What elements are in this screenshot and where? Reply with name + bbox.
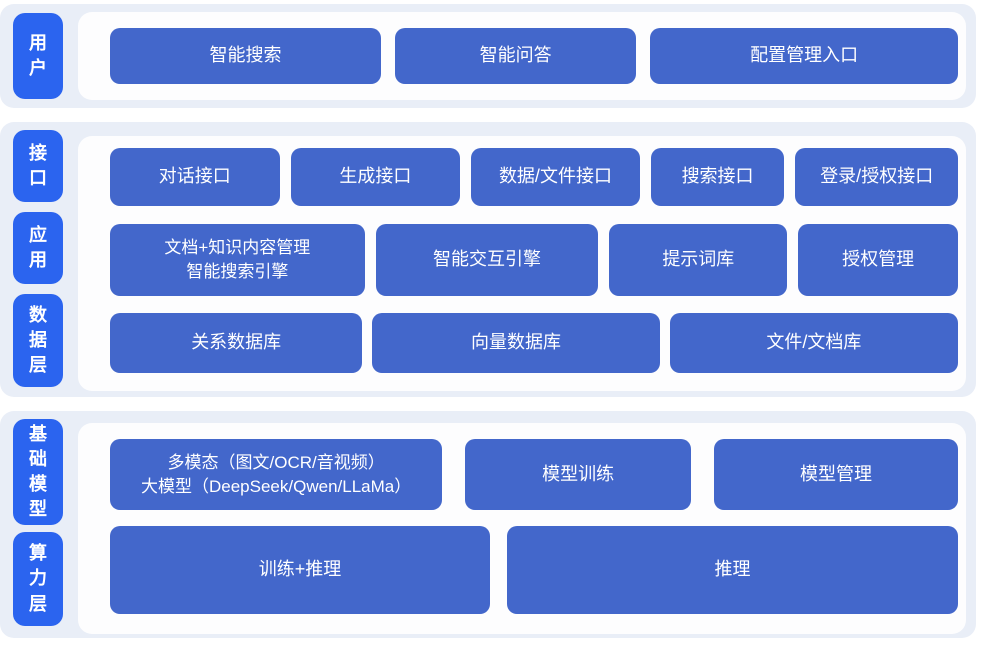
node-multimodal-llm: 多模态（图文/OCR/音视频） 大模型（DeepSeek/Qwen/LLaMa） bbox=[110, 439, 443, 510]
node-doc-knowledge-search-engine-label: 文档+知识内容管理 智能搜索引擎 bbox=[164, 237, 311, 281]
layer-label-compute-text: 算力层 bbox=[29, 543, 47, 614]
compute-layer-row: 训练+推理 推理 bbox=[110, 526, 958, 614]
node-vector-db-label: 向量数据库 bbox=[471, 332, 562, 353]
node-file-doc-store-label: 文件/文档库 bbox=[766, 332, 862, 353]
node-dialog-api-label: 对话接口 bbox=[158, 166, 231, 187]
user-layer-band: 用户 智能搜索 智能问答 配置管理入口 bbox=[0, 4, 976, 108]
node-smart-qa-label: 智能问答 bbox=[479, 45, 552, 66]
user-layer-panel: 智能搜索 智能问答 配置管理入口 bbox=[78, 12, 966, 100]
node-file-doc-store: 文件/文档库 bbox=[669, 313, 958, 373]
node-search-api: 搜索接口 bbox=[650, 148, 785, 206]
node-prompt-library: 提示词库 bbox=[609, 223, 788, 296]
layer-label-user: 用户 bbox=[13, 13, 63, 99]
node-model-mgmt: 模型管理 bbox=[714, 439, 958, 510]
node-prompt-library-label: 提示词库 bbox=[662, 248, 735, 269]
layer-label-application-text: 应用 bbox=[29, 224, 47, 270]
node-data-file-api: 数据/文件接口 bbox=[471, 148, 640, 206]
middle-layers-panel: 对话接口 生成接口 数据/文件接口 搜索接口 登录/授权接口 文档+知识内容管理… bbox=[78, 136, 966, 391]
node-generation-api-label: 生成接口 bbox=[339, 166, 412, 187]
layer-label-base-model: 基础模型 bbox=[13, 419, 63, 525]
node-interactive-engine: 智能交互引擎 bbox=[375, 223, 599, 296]
node-auth-mgmt: 授权管理 bbox=[798, 223, 958, 296]
model-compute-label-column: 基础模型 算力层 bbox=[13, 411, 63, 638]
node-training-inference: 训练+推理 bbox=[110, 526, 491, 614]
node-relational-db-label: 关系数据库 bbox=[191, 332, 282, 353]
node-config-mgmt-entry: 配置管理入口 bbox=[650, 28, 958, 84]
model-compute-panel: 多模态（图文/OCR/音视频） 大模型（DeepSeek/Qwen/LLaMa）… bbox=[78, 423, 966, 634]
node-inference-label: 推理 bbox=[714, 559, 751, 580]
data-layer-row: 关系数据库 向量数据库 文件/文档库 bbox=[110, 313, 958, 373]
node-search-api-label: 搜索接口 bbox=[681, 166, 754, 187]
node-login-auth-api-label: 登录/授权接口 bbox=[820, 166, 934, 187]
layer-label-compute: 算力层 bbox=[13, 532, 63, 626]
node-model-training: 模型训练 bbox=[465, 439, 692, 510]
node-relational-db: 关系数据库 bbox=[110, 313, 363, 373]
node-model-mgmt-label: 模型管理 bbox=[800, 463, 873, 484]
base-model-row: 多模态（图文/OCR/音视频） 大模型（DeepSeek/Qwen/LLaMa）… bbox=[110, 439, 958, 510]
layer-label-data: 数据层 bbox=[13, 294, 63, 387]
middle-layers-band: 接口 应用 数据层 对话接口 生成接口 数据/文件接口 搜索接口 登录/授权接口… bbox=[0, 122, 976, 397]
node-multimodal-llm-label: 多模态（图文/OCR/音视频） 大模型（DeepSeek/Qwen/LLaMa） bbox=[141, 452, 412, 496]
node-dialog-api: 对话接口 bbox=[110, 148, 280, 206]
node-generation-api: 生成接口 bbox=[290, 148, 461, 206]
layer-label-interface: 接口 bbox=[13, 130, 63, 202]
interface-row: 对话接口 生成接口 数据/文件接口 搜索接口 登录/授权接口 bbox=[110, 148, 958, 206]
model-compute-band: 基础模型 算力层 多模态（图文/OCR/音视频） 大模型（DeepSeek/Qw… bbox=[0, 411, 976, 638]
node-training-inference-label: 训练+推理 bbox=[258, 559, 342, 580]
node-smart-search-label: 智能搜索 bbox=[209, 45, 282, 66]
node-login-auth-api: 登录/授权接口 bbox=[795, 148, 958, 206]
node-smart-qa: 智能问答 bbox=[395, 28, 637, 84]
user-entries-row: 智能搜索 智能问答 配置管理入口 bbox=[110, 28, 958, 84]
node-inference: 推理 bbox=[507, 526, 958, 614]
node-smart-search: 智能搜索 bbox=[110, 28, 382, 84]
node-data-file-api-label: 数据/文件接口 bbox=[498, 166, 612, 187]
layer-label-application: 应用 bbox=[13, 212, 63, 284]
layer-label-user-text: 用户 bbox=[29, 32, 47, 78]
user-layer-label-column: 用户 bbox=[13, 4, 63, 108]
node-model-training-label: 模型训练 bbox=[542, 463, 615, 484]
node-interactive-engine-label: 智能交互引擎 bbox=[433, 248, 542, 269]
application-row: 文档+知识内容管理 智能搜索引擎 智能交互引擎 提示词库 授权管理 bbox=[110, 223, 958, 296]
node-vector-db: 向量数据库 bbox=[372, 313, 660, 373]
node-auth-mgmt-label: 授权管理 bbox=[842, 248, 915, 269]
node-doc-knowledge-search-engine: 文档+知识内容管理 智能搜索引擎 bbox=[110, 223, 365, 296]
middle-layers-label-column: 接口 应用 数据层 bbox=[13, 122, 63, 397]
layer-label-base-model-text: 基础模型 bbox=[29, 423, 47, 520]
layer-label-data-text: 数据层 bbox=[29, 304, 47, 376]
layer-label-interface-text: 接口 bbox=[29, 142, 47, 188]
node-config-mgmt-entry-label: 配置管理入口 bbox=[750, 45, 859, 66]
